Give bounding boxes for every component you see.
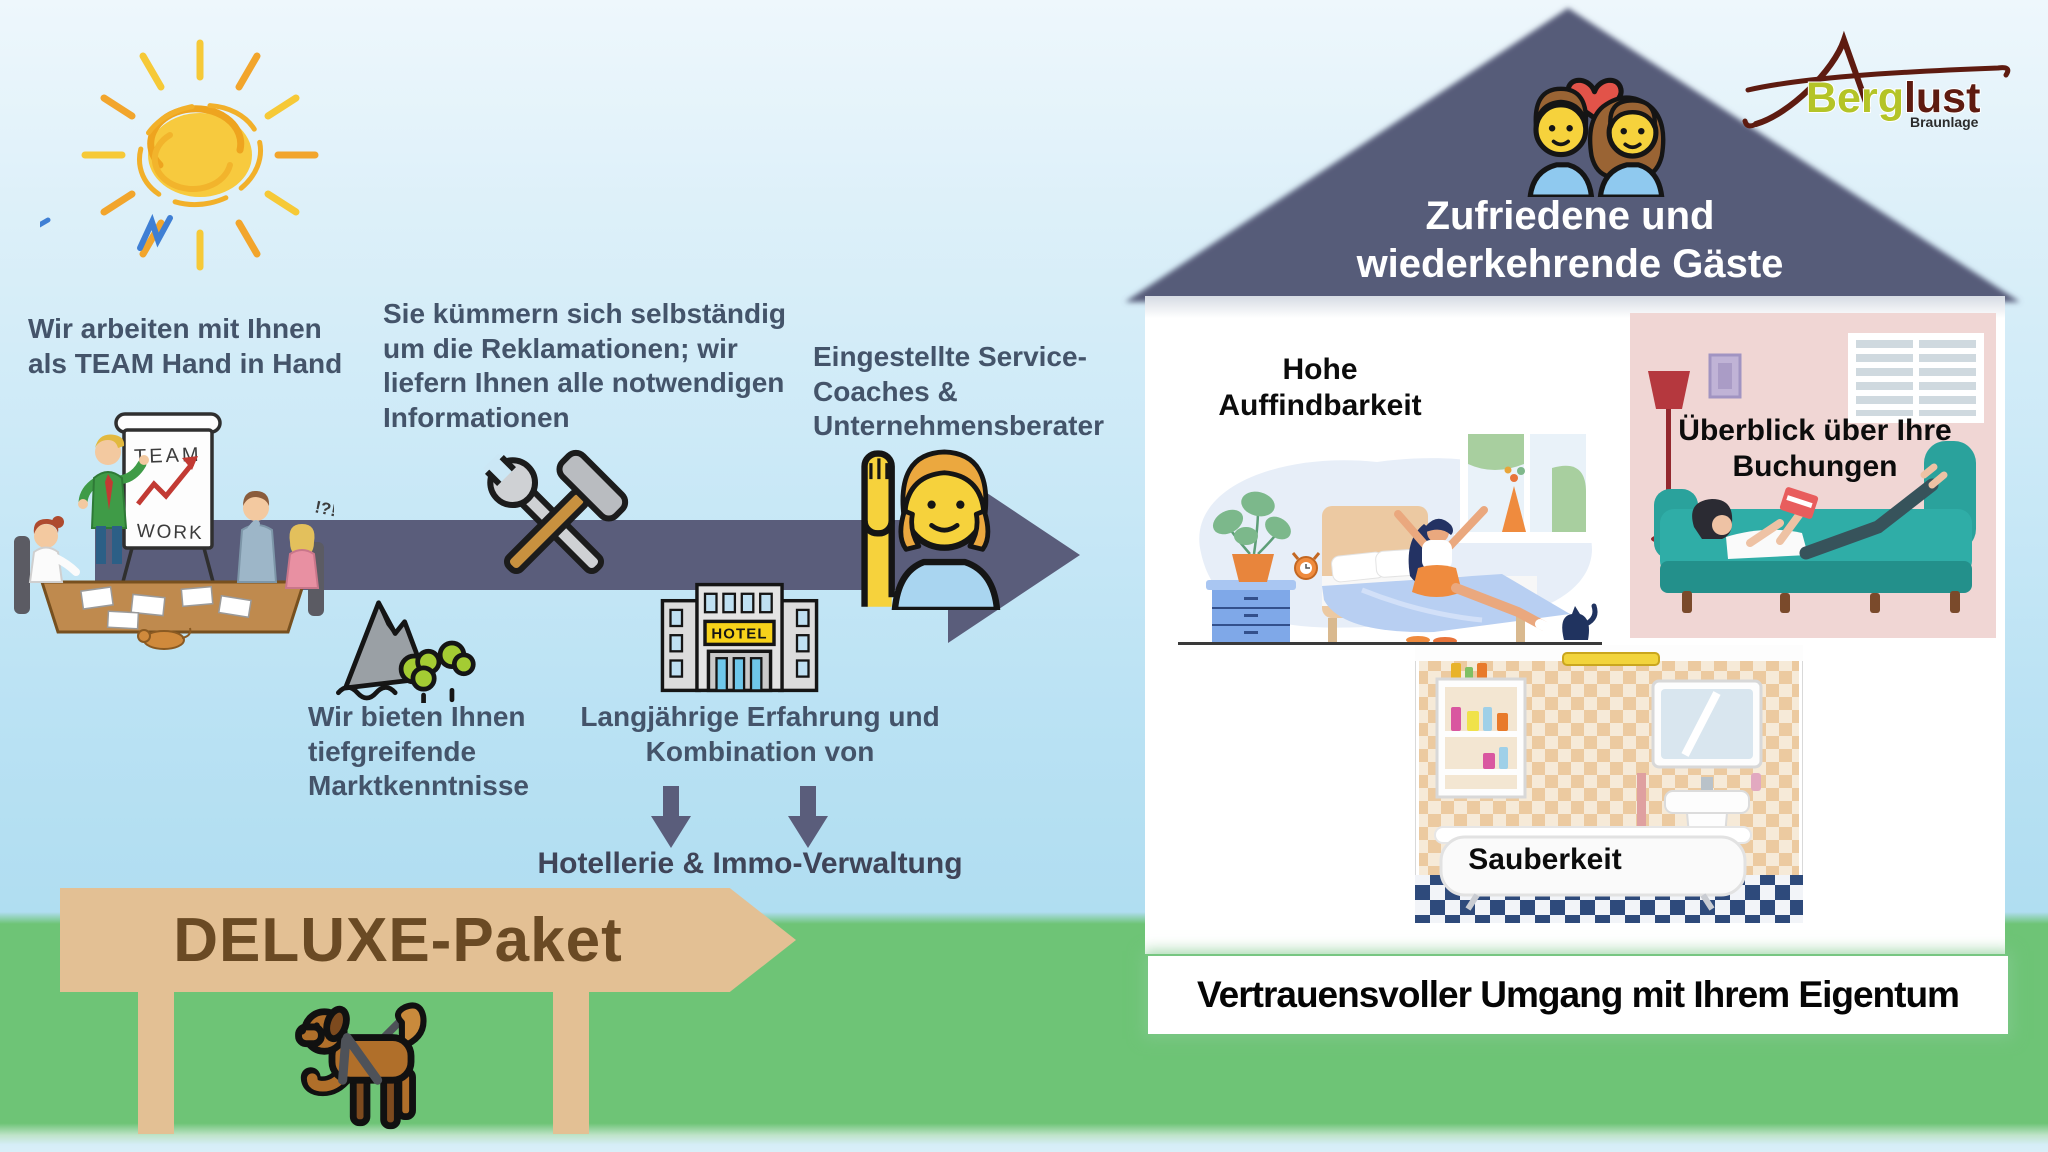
shelf-with-bottles xyxy=(1435,663,1527,799)
seated-blonde-figure xyxy=(284,524,320,589)
logo-text-lust: lust xyxy=(1904,74,1980,122)
cat-figure xyxy=(137,627,192,650)
sign-post-left xyxy=(138,988,174,1134)
sun-icon xyxy=(40,39,319,271)
hotel-sign-text: HOTEL xyxy=(711,626,767,643)
deluxe-package-sign: DELUXE-Paket xyxy=(60,888,796,992)
logo-tagline: Braunlage xyxy=(1910,114,1979,130)
hotel-icon: HOTEL xyxy=(660,582,819,693)
logo-text-berg: Berg xyxy=(1806,74,1904,122)
sign-post-right xyxy=(553,988,589,1134)
step-text-team: Wir arbeiten mit Ihnen als TEAM Hand in … xyxy=(28,313,343,379)
cat-silhouette xyxy=(1562,603,1598,640)
trust-banner-text: Vertrauensvoller Umgang mit Ihrem Eigent… xyxy=(1197,974,1960,1015)
mountain-icon xyxy=(336,600,476,703)
benefit-label-buchungen: Überblick über Ihre Buchungen xyxy=(1678,414,1952,483)
step-text-experience: Langjährige Erfahrung und Kombination vo… xyxy=(580,701,940,767)
down-arrow-icon xyxy=(788,786,828,848)
benefit-label-sauberkeit: Sauberkeit xyxy=(1468,843,1622,876)
deluxe-package-label: DELUXE-Paket xyxy=(173,905,623,975)
step-text-combination: Hotellerie & Immo-Verwaltung xyxy=(537,847,963,880)
berglust-logo: Berglust Braunlage xyxy=(1742,30,2011,130)
trust-banner: Vertrauensvoller Umgang mit Ihrem Eigent… xyxy=(1148,956,2008,1034)
couple-heart-icon xyxy=(1527,77,1666,197)
seated-man-figure xyxy=(236,490,278,583)
hammer-wrench-icon xyxy=(483,449,629,575)
stretching-woman-figure xyxy=(1394,506,1557,635)
guide-dog-icon xyxy=(295,1002,427,1130)
step-text-complaints: Sie kümmern sich selbständig um die Rekl… xyxy=(383,298,787,434)
house-roof xyxy=(1125,8,2020,302)
presenter-figure xyxy=(78,434,149,564)
step-text-market: Wir bieten Ihnen tiefgreifende Marktkenn… xyxy=(308,701,529,802)
flipchart-word-work: WORK xyxy=(136,521,204,544)
step-text-coaches: Eingestellte Service-Coaches & Unternehm… xyxy=(813,341,1104,442)
reading-woman-figure xyxy=(1692,463,1948,560)
house-heading: Zufriedene und wiederkehrende Gäste xyxy=(1356,194,1784,286)
svg-text:Berglust: Berglust xyxy=(1806,74,1980,122)
benefit-label-auffindbarkeit: Hohe Auffindbarkeit xyxy=(1218,353,1422,422)
seated-woman-figure xyxy=(28,516,80,583)
bathroom-image: Sauberkeit xyxy=(1415,645,1803,923)
surprise-marks-text: !?! xyxy=(313,497,334,520)
raising-hand-icon xyxy=(861,449,1001,610)
living-room-image: Überblick über Ihre Buchungen xyxy=(1630,313,1996,638)
down-arrow-icon xyxy=(651,786,691,848)
bedroom-image xyxy=(1178,428,1602,645)
team-meeting-illustration: TEAM WORK xyxy=(14,412,334,650)
